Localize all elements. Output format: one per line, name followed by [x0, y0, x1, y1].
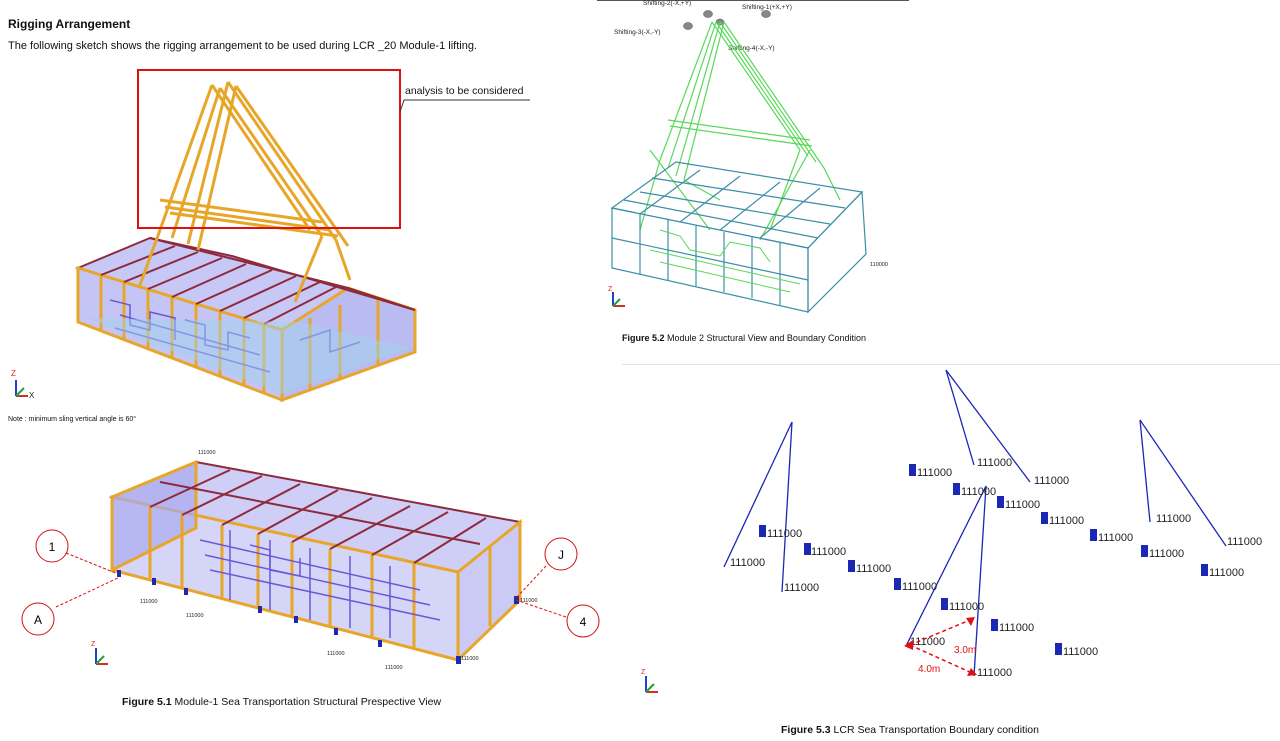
- svg-text:111000: 111000: [1063, 646, 1098, 658]
- figure-top-rule: [597, 0, 909, 1]
- figure-5-3-caption: Figure 5.3 LCR Sea Transportation Bounda…: [781, 724, 1039, 736]
- svg-text:111000: 111000: [1149, 548, 1184, 560]
- svg-text:111000: 111000: [198, 450, 216, 456]
- svg-text:111000: 111000: [520, 598, 538, 604]
- svg-text:111000: 111000: [186, 613, 204, 619]
- svg-text:111000: 111000: [917, 467, 952, 479]
- module-2-mesh: [610, 161, 867, 314]
- marker-1: 1: [35, 529, 69, 563]
- svg-text:111000: 111000: [902, 581, 937, 593]
- svg-text:111000: 111000: [1209, 567, 1244, 579]
- svg-text:111000: 111000: [1156, 513, 1191, 525]
- svg-text:111000: 111000: [1227, 536, 1262, 548]
- svg-text:110000: 110000: [870, 262, 888, 268]
- svg-text:111000: 111000: [767, 528, 802, 540]
- sling-angle-note: Note : minimum sling vertical angle is 6…: [8, 416, 137, 423]
- svg-text:X: X: [29, 391, 35, 400]
- svg-text:111000: 111000: [977, 667, 1012, 679]
- svg-text:111000: 111000: [977, 457, 1012, 469]
- support-blocks: [759, 464, 1208, 655]
- figure-title: Module-1 Sea Transportation Structural P…: [174, 696, 442, 708]
- svg-text:111000: 111000: [327, 651, 345, 657]
- figure-title: Module 2 Structural View and Boundary Co…: [667, 333, 866, 343]
- svg-text:Shifting-2(-X,+Y): Shifting-2(-X,+Y): [643, 0, 691, 7]
- marker-4: 4: [566, 604, 600, 638]
- axis-triad-icon: Z: [91, 641, 108, 665]
- svg-text:Shifting-1(+X,+Y): Shifting-1(+X,+Y): [742, 4, 792, 11]
- callout-label: analysis to be considered: [405, 85, 524, 97]
- intro-paragraph: The following sketch shows the rigging a…: [8, 40, 477, 52]
- svg-text:Z: Z: [641, 669, 646, 676]
- dimension-3m: 3.0m: [954, 645, 976, 656]
- svg-text:111000: 111000: [1005, 499, 1040, 511]
- section-heading: Rigging Arrangement: [8, 17, 131, 31]
- figure-5-2-caption: Figure 5.2 Module 2 Structural View and …: [622, 333, 866, 343]
- svg-text:4: 4: [580, 615, 587, 629]
- module-structure: [75, 236, 417, 403]
- analysis-callout-box: [137, 69, 401, 229]
- svg-text:J: J: [558, 548, 564, 562]
- svg-text:111000: 111000: [385, 665, 403, 671]
- marker-J: J: [544, 537, 578, 571]
- svg-text:111000: 111000: [961, 486, 996, 498]
- svg-text:1: 1: [49, 540, 56, 554]
- svg-text:111000: 111000: [910, 636, 945, 648]
- svg-text:A: A: [34, 613, 42, 627]
- dimension-arrows: [909, 619, 973, 674]
- svg-text:111000: 111000: [811, 546, 846, 558]
- figure-5-1-caption: Figure 5.1 Module-1 Sea Transportation S…: [122, 696, 441, 708]
- svg-text:111000: 111000: [730, 557, 765, 569]
- svg-text:111000: 111000: [140, 599, 158, 605]
- boundary-lines: [723, 369, 1227, 677]
- svg-text:111000: 111000: [1034, 475, 1069, 487]
- svg-text:Shifting-4(-X,-Y): Shifting-4(-X,-Y): [728, 45, 775, 52]
- axis-triad-icon: Z: [641, 669, 658, 693]
- figure-number: Figure 5.1: [122, 696, 172, 708]
- dimension-4m: 4.0m: [918, 664, 940, 675]
- axis-triad-icon: Z: [608, 286, 625, 307]
- module-1-structure: [108, 459, 523, 664]
- svg-text:Z: Z: [608, 286, 613, 293]
- svg-text:111000: 111000: [999, 622, 1034, 634]
- figure-title: LCR Sea Transportation Boundary conditio…: [833, 724, 1039, 736]
- svg-text:111000: 111000: [784, 582, 819, 594]
- figure-number: Figure 5.3: [781, 724, 831, 736]
- svg-text:Shifting-3(-X,-Y): Shifting-3(-X,-Y): [614, 29, 661, 36]
- section-divider: [622, 364, 1280, 365]
- svg-text:111000: 111000: [1098, 532, 1133, 544]
- svg-text:111000: 111000: [949, 601, 984, 613]
- svg-text:Z: Z: [91, 641, 96, 648]
- svg-text:Z: Z: [11, 369, 16, 378]
- axis-triad-icon: Z X: [11, 369, 35, 400]
- marker-A: A: [21, 602, 55, 636]
- svg-text:111000: 111000: [1049, 515, 1084, 527]
- rigging-a-frame: [138, 81, 352, 303]
- figure-number: Figure 5.2: [622, 333, 665, 343]
- svg-text:111000: 111000: [856, 563, 891, 575]
- svg-text:111000: 111000: [461, 656, 479, 662]
